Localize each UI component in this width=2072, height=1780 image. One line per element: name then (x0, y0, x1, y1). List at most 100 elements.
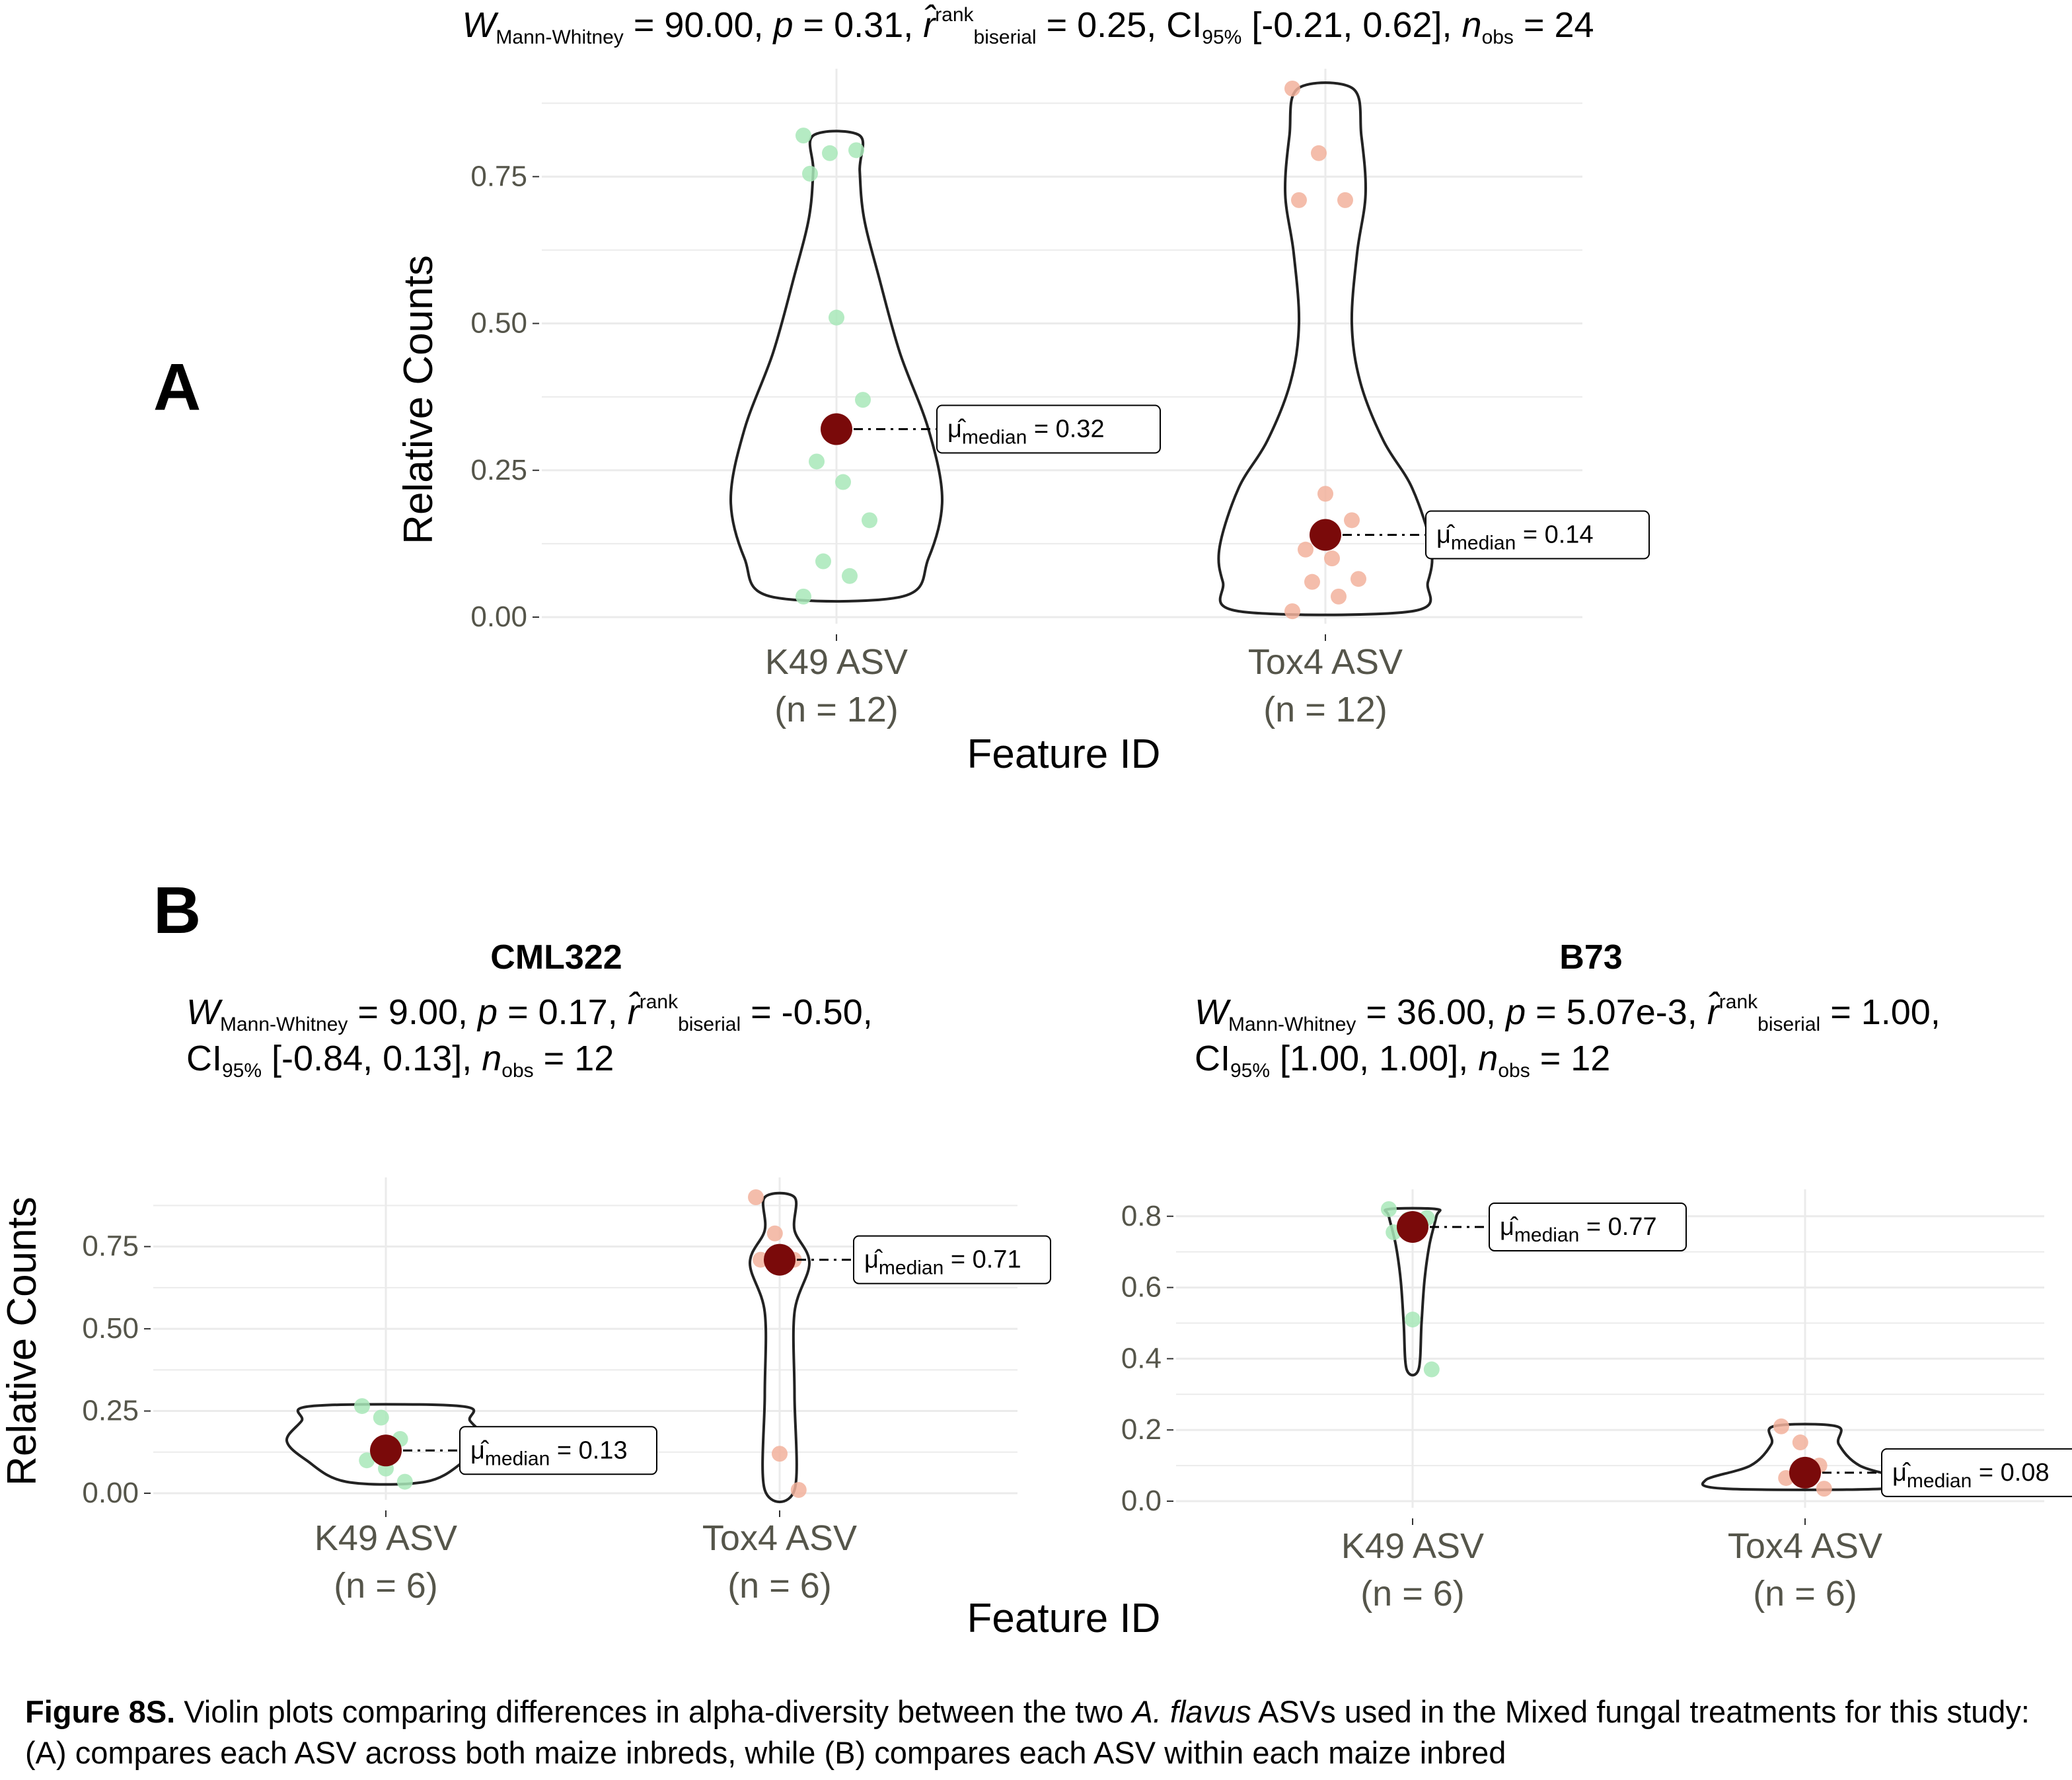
chart-panel-b-b73: B73 WMann-Whitney = 36.00, p = 5.07e-3, … (1121, 938, 2072, 1613)
data-point (396, 1473, 413, 1490)
stats-line: WMann-Whitney = 36.00, p = 5.07e-3, r̂ra… (1195, 991, 1941, 1035)
stat-p-value: = 5.07e-3, (1526, 992, 1707, 1032)
data-point (1304, 574, 1320, 590)
stat-n-symbol: n (1478, 1039, 1498, 1078)
y-tick-label: 0.50 (470, 307, 527, 340)
data-point (1337, 192, 1353, 208)
stat-n-value: = 12 (534, 1039, 614, 1078)
data-point (1423, 1361, 1440, 1378)
median-subscript: median (485, 1448, 550, 1469)
violin-outline (1217, 81, 1434, 616)
caption-species: A. flavus (1132, 1694, 1251, 1729)
data-point (748, 1189, 764, 1205)
stat-r-symbol: r̂ (923, 4, 936, 45)
data-point (855, 392, 871, 408)
data-point (796, 588, 811, 605)
stat-ci-value: [1.00, 1.00], (1270, 1039, 1478, 1078)
y-tick-label: 0.50 (82, 1312, 139, 1345)
stats-line: CI95% [-0.84, 0.13], nobs = 12 (186, 1039, 614, 1082)
median-label: μ̂median = 0.32 (947, 416, 1105, 449)
median-value: = 0.77 (1579, 1213, 1656, 1241)
data-point (1311, 145, 1327, 161)
x-tick-label: Tox4 ASV (1248, 642, 1403, 682)
panel-letter-a: A (153, 350, 201, 424)
median-value: = 0.13 (550, 1436, 627, 1464)
stat-w-symbol: W (186, 992, 223, 1032)
x-tick-sublabel: (n = 6) (1360, 1574, 1465, 1613)
stats-line: WMann-Whitney = 90.00, p = 0.31, r̂rankb… (462, 4, 1594, 48)
y-tick-label: 0.75 (82, 1230, 139, 1263)
median-subscript: median (1514, 1224, 1579, 1246)
median-label: μ̂median = 0.77 (1500, 1213, 1657, 1246)
x-tick-sublabel: (n = 12) (774, 690, 899, 729)
median-label: μ̂median = 0.14 (1436, 521, 1594, 554)
caption-text-before: Violin plots comparing differences in al… (175, 1694, 1132, 1729)
y-tick-label: 0.4 (1121, 1342, 1162, 1374)
stat-w-value: = 36.00, (1356, 992, 1506, 1032)
chart-title: B73 (1559, 938, 1622, 977)
stat-ci-subscript: 95% (1202, 26, 1241, 48)
y-tick-label: 0.0 (1121, 1485, 1162, 1517)
y-tick-label: 0.2 (1121, 1413, 1162, 1446)
data-point (809, 453, 825, 470)
data-point (829, 309, 844, 326)
stat-r-symbol: r̂ (628, 991, 641, 1032)
median-value: = 0.32 (1027, 416, 1104, 443)
median-label-box (459, 1426, 657, 1475)
y-tick-label: 0.00 (470, 601, 527, 633)
stat-r-symbol: r̂ (1707, 991, 1720, 1032)
data-point (1344, 512, 1360, 529)
stat-w-subscript: Mann-Whitney (496, 26, 623, 48)
x-tick-sublabel: (n = 6) (334, 1566, 438, 1606)
data-point (766, 1225, 783, 1242)
y-axis-label: Relative Counts (396, 255, 441, 544)
stat-r-value: = 1.00, (1820, 992, 1941, 1032)
median-value: = 0.14 (1516, 521, 1593, 549)
y-axis-label: Relative Counts (0, 1197, 45, 1486)
data-point (1350, 571, 1366, 587)
median-subscript: median (1907, 1470, 1972, 1492)
data-point (1317, 486, 1333, 502)
data-point (862, 512, 877, 529)
median-point (1789, 1456, 1821, 1489)
stats-header: WMann-Whitney = 9.00, p = 0.17, r̂rankbi… (186, 991, 873, 1082)
stat-r-superscript: rank (1719, 991, 1758, 1013)
median-subscript: median (962, 427, 1027, 449)
stat-n-symbol: n (482, 1039, 501, 1078)
data-point (802, 165, 818, 182)
panel-letter-b: B (153, 873, 201, 947)
x-tick-sublabel: (n = 6) (727, 1566, 832, 1606)
stat-w-subscript: Mann-Whitney (220, 1014, 348, 1035)
stat-r-value: = 0.25, (1037, 5, 1157, 45)
stat-w-value: = 90.00, (624, 5, 774, 45)
stat-r-superscript: rank (640, 991, 679, 1013)
caption-text-after: ASVs used in the Mixed fungal treatments… (25, 1694, 2030, 1770)
stat-n-value: = 12 (1530, 1039, 1611, 1078)
stat-ci-subscript: 95% (1230, 1060, 1270, 1082)
stats-line: WMann-Whitney = 9.00, p = 0.17, r̂rankbi… (186, 991, 873, 1035)
data-point (1773, 1418, 1789, 1434)
data-point (1381, 1201, 1397, 1217)
y-tick-label: 0.00 (82, 1477, 139, 1509)
median-point (1310, 519, 1341, 551)
median-label-box (1489, 1202, 1687, 1251)
caption-label: Figure 8S. (25, 1694, 176, 1729)
violin-outline (1701, 1423, 1909, 1491)
stat-ci-subscript: 95% (222, 1060, 262, 1082)
stat-w-symbol: W (1195, 992, 1232, 1032)
data-point (354, 1398, 370, 1415)
stat-p-symbol: p (1504, 992, 1526, 1032)
data-point (373, 1409, 389, 1426)
x-tick-label: K49 ASV (765, 642, 908, 682)
median-label: μ̂median = 0.71 (864, 1246, 1021, 1279)
median-value: = 0.71 (944, 1246, 1021, 1274)
stat-p-symbol: p (772, 5, 794, 45)
y-tick-label: 0.25 (470, 454, 527, 486)
data-point (772, 1446, 788, 1462)
median-subscript: median (1451, 533, 1516, 554)
data-point (1298, 541, 1314, 558)
y-tick-label: 0.8 (1121, 1200, 1162, 1232)
